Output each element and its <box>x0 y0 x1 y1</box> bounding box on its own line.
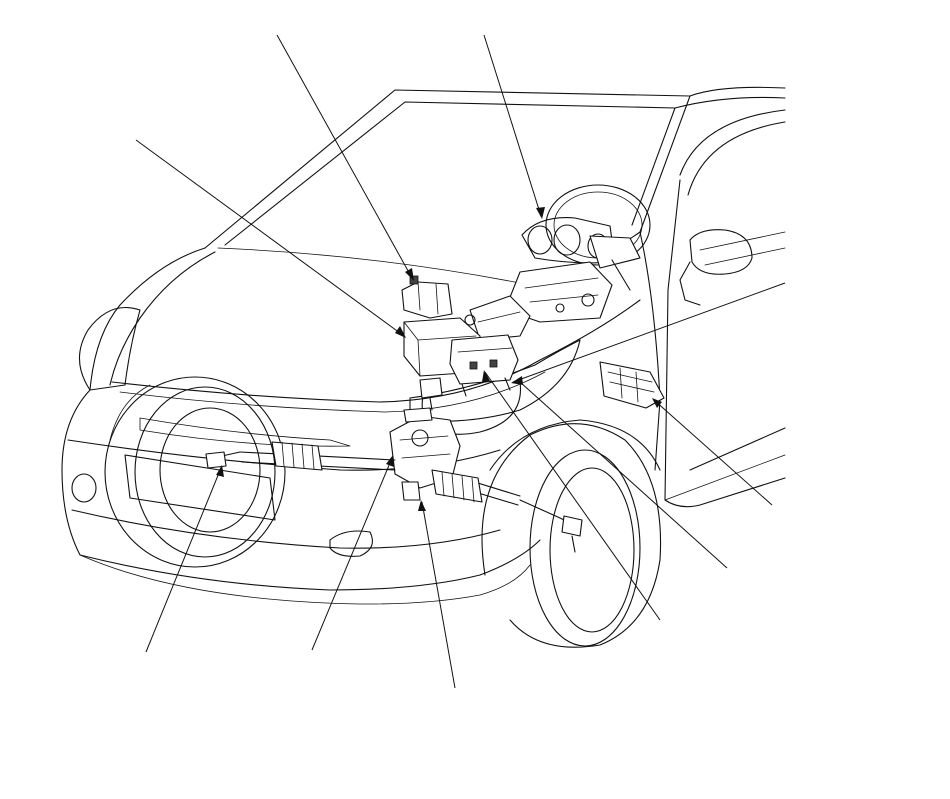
left-front-wheel <box>104 376 286 568</box>
underdash-fuse-box <box>599 361 665 409</box>
steering-gearbox <box>389 407 461 501</box>
windshield-inner <box>224 101 676 246</box>
arrow-tie-rod-left <box>216 465 224 477</box>
leader-eps-control-unit <box>519 381 728 569</box>
arrow-steering-gearbox <box>386 455 394 467</box>
leader-gauge-cluster <box>483 34 542 217</box>
arrow-fuse-box-right <box>652 398 662 408</box>
leader-control-unit <box>276 34 413 279</box>
mirror-stem <box>679 261 701 306</box>
hood-front-edge <box>111 299 641 403</box>
hood-front-edge-2 <box>119 371 546 413</box>
arrow-gauge-cluster <box>536 207 545 219</box>
bumper-lower <box>71 509 501 549</box>
belt-line-2 <box>704 247 786 266</box>
belt-line <box>699 231 786 251</box>
right-front-wheel <box>481 419 662 648</box>
leader-tie-rod-left <box>145 467 222 653</box>
fender-edge <box>639 231 661 471</box>
leader-fuse-box-right <box>653 399 773 506</box>
leader-gearbox-mount <box>421 501 456 689</box>
rocker-line <box>664 454 786 501</box>
leader-relay-box <box>135 139 405 337</box>
right-rack-boot <box>431 469 483 503</box>
leader-steering-gearbox <box>311 457 393 651</box>
lower-grille <box>124 454 276 521</box>
steering-wheel <box>545 184 651 291</box>
left-headlight <box>78 306 141 391</box>
upper-grille <box>139 417 351 447</box>
a-pillar <box>689 86 786 97</box>
arrow-underdash-fuse-box <box>511 376 523 385</box>
motor-connector <box>419 377 443 411</box>
hood-outline <box>89 247 206 391</box>
arrow-relay-box <box>395 326 406 338</box>
front-fascia <box>61 389 541 591</box>
windshield-lower-edge <box>217 247 531 286</box>
right-tie-rod-end <box>519 499 583 553</box>
door-line <box>664 179 786 508</box>
hood-crease <box>109 251 216 386</box>
leader-torque-sensor <box>484 371 661 621</box>
leader-underdash-fuse-box <box>512 282 786 383</box>
arrow-control-unit <box>405 268 414 281</box>
arrow-torque-sensor <box>482 370 490 382</box>
right-fog-light <box>329 530 373 557</box>
leader-arrowheads <box>216 207 662 511</box>
leader-lines <box>135 34 786 689</box>
eps-control-unit <box>449 334 519 397</box>
left-tie-rod-end <box>205 451 241 469</box>
steering-column <box>469 261 613 341</box>
bumper-bottom <box>79 554 531 605</box>
roof-line <box>674 96 786 109</box>
door-window <box>679 109 786 176</box>
control-unit <box>401 275 453 319</box>
side-mirror <box>689 229 753 275</box>
right-wheel-arch <box>489 419 661 471</box>
left-rack-boot <box>271 441 323 471</box>
side-body-line <box>689 427 786 471</box>
left-fog-light <box>71 473 97 503</box>
arrow-gearbox-mount <box>418 500 426 511</box>
door-window-inner <box>687 121 786 196</box>
